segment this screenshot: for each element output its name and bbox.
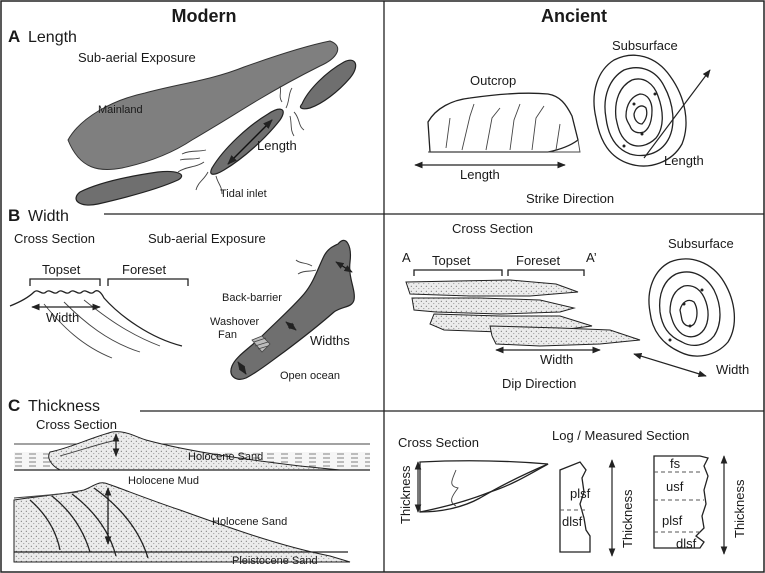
label-cross-section-b-ancient: Cross Section: [452, 221, 533, 236]
label-length-outcrop: Length: [460, 167, 500, 182]
label-subsurface-a: Subsurface: [612, 38, 678, 53]
label-washover-line2: Fan: [218, 329, 237, 341]
label-cross-section-c-ancient: Cross Section: [398, 435, 479, 450]
label-width-cross-section: Width: [46, 310, 79, 325]
subsurface-contours-b: [648, 258, 736, 357]
label-mainland: Mainland: [98, 104, 143, 116]
width-modern: Cross Section Sub-aerial Exposure Topset…: [9, 231, 355, 382]
label-log-measured-section: Log / Measured Section: [552, 428, 689, 443]
label-a-prime: A’: [586, 250, 597, 265]
mainland-shape: [67, 40, 339, 171]
tidal-channels: [177, 85, 305, 195]
barrier-island-map: [230, 239, 355, 380]
label-thickness-wedge: Thickness: [398, 465, 413, 524]
label-width-subsurface: Width: [716, 362, 749, 377]
label-subsurface-b: Subsurface: [668, 236, 734, 251]
subsurface-contours-a: [593, 54, 687, 167]
section-title-width: Width: [28, 208, 69, 225]
label-fs: fs: [670, 456, 681, 471]
foreset-bracket: [107, 278, 189, 286]
label-cross-section-c: Cross Section: [36, 417, 117, 432]
label-foreset-modern: Foreset: [122, 262, 166, 277]
thickness-ancient: Cross Section Log / Measured Section Thi…: [398, 428, 747, 557]
label-holocene-sand-1: Holocene Sand: [188, 451, 263, 463]
section-title-thickness: Thickness: [28, 398, 100, 415]
label-usf: usf: [666, 479, 684, 494]
topset-bracket: [29, 278, 101, 286]
section-letter-b: B: [8, 206, 20, 225]
label-width-section: Width: [540, 352, 573, 367]
section-letter-a: A: [8, 27, 20, 46]
label-strike-direction: Strike Direction: [526, 191, 614, 206]
label-pleistocene-sand: Pleistocene Sand: [232, 555, 318, 567]
section-label-width: B Width: [8, 206, 69, 225]
width-arrow-subsurface: [633, 352, 707, 378]
label-sub-aerial-exposure-b: Sub-aerial Exposure: [148, 231, 266, 246]
label-dlsf-2: dlsf: [676, 536, 697, 551]
label-a: A: [402, 250, 411, 265]
label-holocene-mud: Holocene Mud: [128, 475, 199, 487]
label-topset-modern: Topset: [42, 262, 81, 277]
header-ancient: Ancient: [541, 6, 607, 26]
label-length-subsurface: Length: [664, 153, 704, 168]
thickness-modern: Cross Section Holocene Sand Holocene Mud…: [13, 417, 370, 567]
length-arrow-modern: [227, 119, 273, 165]
stacked-sandstone-beds: [405, 279, 641, 347]
foreset-bracket-ancient: [507, 269, 585, 276]
measured-log-2: [653, 455, 728, 555]
width-arrow-map-2: [237, 361, 247, 375]
label-outcrop: Outcrop: [470, 73, 516, 88]
measured-log-1: [559, 459, 616, 557]
barrier-island-upper: [299, 59, 357, 110]
width-cross-section-profile: [9, 290, 183, 359]
label-dlsf-1: dlsf: [562, 514, 583, 529]
width-arrow-map-3: [335, 261, 353, 273]
label-washover-line1: Washover: [210, 316, 259, 328]
thickness-wedge: [414, 460, 549, 513]
length-modern-map: Sub-aerial Exposure Mainland Length Tida…: [67, 40, 357, 206]
section-label-length: A Length: [8, 27, 77, 46]
lower-cross-section: [13, 482, 351, 563]
section-letter-c: C: [8, 396, 20, 415]
barrier-island-lower: [75, 170, 183, 206]
label-cross-section-b: Cross Section: [14, 231, 95, 246]
label-thickness-log-1: Thickness: [620, 489, 635, 548]
upper-tidal-channels: [295, 259, 317, 275]
washover-fan-hatch: [253, 337, 269, 350]
topset-bracket-ancient: [413, 269, 503, 276]
section-title-length: Length: [28, 29, 77, 46]
length-ancient: Outcrop Subsurface Length Length Strike …: [414, 38, 711, 206]
outcrop-sketch: [427, 92, 581, 153]
header-modern: Modern: [172, 6, 237, 26]
label-topset-ancient: Topset: [432, 253, 471, 268]
label-plsf-2: plsf: [662, 513, 683, 528]
label-tidal-inlet: Tidal inlet: [220, 188, 267, 200]
section-label-thickness: C Thickness: [8, 396, 100, 415]
label-dip-direction: Dip Direction: [502, 376, 576, 391]
label-length-modern: Length: [257, 138, 297, 153]
label-foreset-ancient: Foreset: [516, 253, 560, 268]
label-widths: Widths: [310, 333, 350, 348]
width-arrow-map-1: [285, 321, 297, 331]
label-holocene-sand-2: Holocene Sand: [212, 516, 287, 528]
label-sub-aerial-exposure-a: Sub-aerial Exposure: [78, 50, 196, 65]
label-back-barrier: Back-barrier: [222, 292, 282, 304]
label-thickness-log-2: Thickness: [732, 479, 747, 538]
label-open-ocean: Open ocean: [280, 370, 340, 382]
width-ancient: Cross Section A A’ Topset Foreset Width …: [402, 221, 749, 391]
label-plsf-1: plsf: [570, 486, 591, 501]
upper-cross-section: [14, 431, 370, 471]
length-arrow-subsurface: [643, 69, 711, 159]
